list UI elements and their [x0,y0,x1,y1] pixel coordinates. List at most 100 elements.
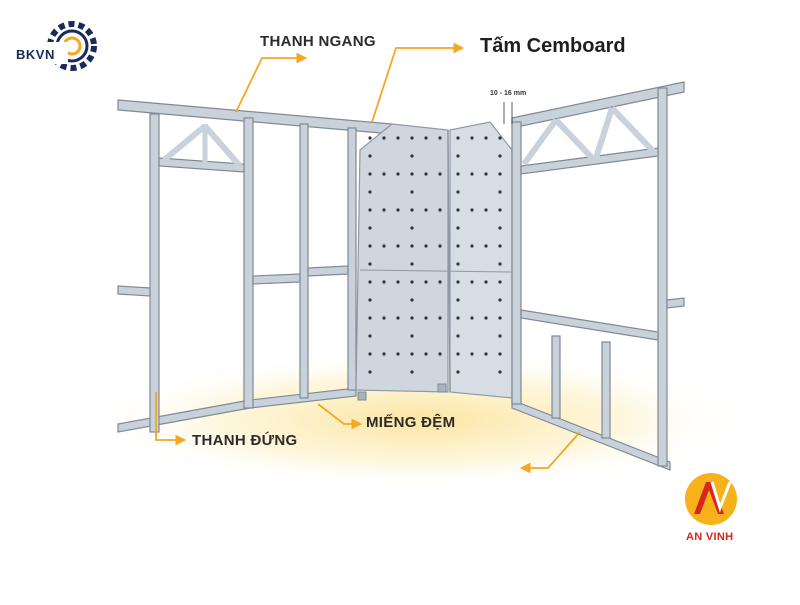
screw-dot [456,316,460,320]
screw-dot [484,280,488,284]
screw-dot [498,316,502,320]
screw-dot [410,262,414,266]
screw-dot [368,244,372,248]
truss-diagonal [593,107,615,159]
nogging [307,265,349,277]
truss-diagonal [553,117,599,165]
screw-dot [438,352,442,356]
screw-dot [368,190,372,194]
screw-dot [470,316,474,320]
screw-dot [368,370,372,374]
screw-dot [498,208,502,212]
screw-dot [396,244,400,248]
truss-rail [520,147,659,175]
screw-dot [368,280,372,284]
screw-dot [396,136,400,140]
screw-dot [368,316,372,320]
screw-dot [456,334,460,338]
screw-dot [368,154,372,158]
stud [149,113,160,433]
screw-dot [368,352,372,356]
screw-dot [410,190,414,194]
screw-dot [470,136,474,140]
screw-dot [438,244,442,248]
screw-dot [456,280,460,284]
label-mieng-dem: MIẾNG ĐỆM [366,414,456,431]
label-tam-cemboard: Tấm Cemboard [480,35,626,57]
floor-glow [90,350,750,490]
stud [243,117,254,409]
screw-dot [456,298,460,302]
screw-dot [456,370,460,374]
screw-dot [396,352,400,356]
arrow-mieng-dem [317,403,363,430]
anvinh-emblem-icon [685,473,737,525]
arrow-thanh-dung [155,392,187,446]
screw-dot [382,280,386,284]
screw-dot [498,172,502,176]
screw-dot [382,136,386,140]
screw-dot [470,280,474,284]
label-thanh-dung: THANH ĐỨNG [192,432,298,449]
screw-dot [424,280,428,284]
screw-dot [368,226,372,230]
screw-dot [456,262,460,266]
left-wall-frame [117,99,393,433]
nogging [117,285,151,297]
screw-dot [484,136,488,140]
screw-dot [424,352,428,356]
screw-dot [396,208,400,212]
callout-arrows [155,42,581,474]
cement-board-panel [355,123,449,393]
screw-dot [410,280,414,284]
screw-dot [424,208,428,212]
screw-dot [396,172,400,176]
screw-dot [424,172,428,176]
screw-dot [368,172,372,176]
screw-dot [498,280,502,284]
screw-dot [456,352,460,356]
screw-dot [382,208,386,212]
spacer-pad [437,383,447,393]
screw-dot [424,244,428,248]
screw-dot [396,316,400,320]
screw-dot [498,154,502,158]
truss-diagonal [202,124,243,168]
truss-diagonal [162,123,207,163]
screw-dot [470,352,474,356]
screw-dot [382,352,386,356]
screw-dot [424,316,428,320]
screw-dot [456,172,460,176]
screw-dot [438,208,442,212]
stud [299,123,309,399]
label-gap-dimension: 10 - 16 mm [490,90,527,97]
screw-dot [470,172,474,176]
screw-dot [484,352,488,356]
screw-dot [410,370,414,374]
screw-dot [368,334,372,338]
screw-dot [410,244,414,248]
screw-dot [410,334,414,338]
screw-dot [498,352,502,356]
screw-dot [410,226,414,230]
screw-dot [498,226,502,230]
screw-dot [498,244,502,248]
screw-dot [382,244,386,248]
screw-dot [456,154,460,158]
screw-dot [410,316,414,320]
screw-dot [498,370,502,374]
screw-dot [410,172,414,176]
screw-dot [382,172,386,176]
truss-diagonal [521,118,559,166]
screw-dot [424,136,428,140]
stud [551,335,561,419]
screw-dot [456,208,460,212]
screw-dot [396,280,400,284]
cement-board-panel [449,121,513,399]
gear-icon [47,21,97,71]
screw-dot [456,226,460,230]
spacer-pad [357,391,367,401]
arrow-bottom-rail [519,431,581,474]
